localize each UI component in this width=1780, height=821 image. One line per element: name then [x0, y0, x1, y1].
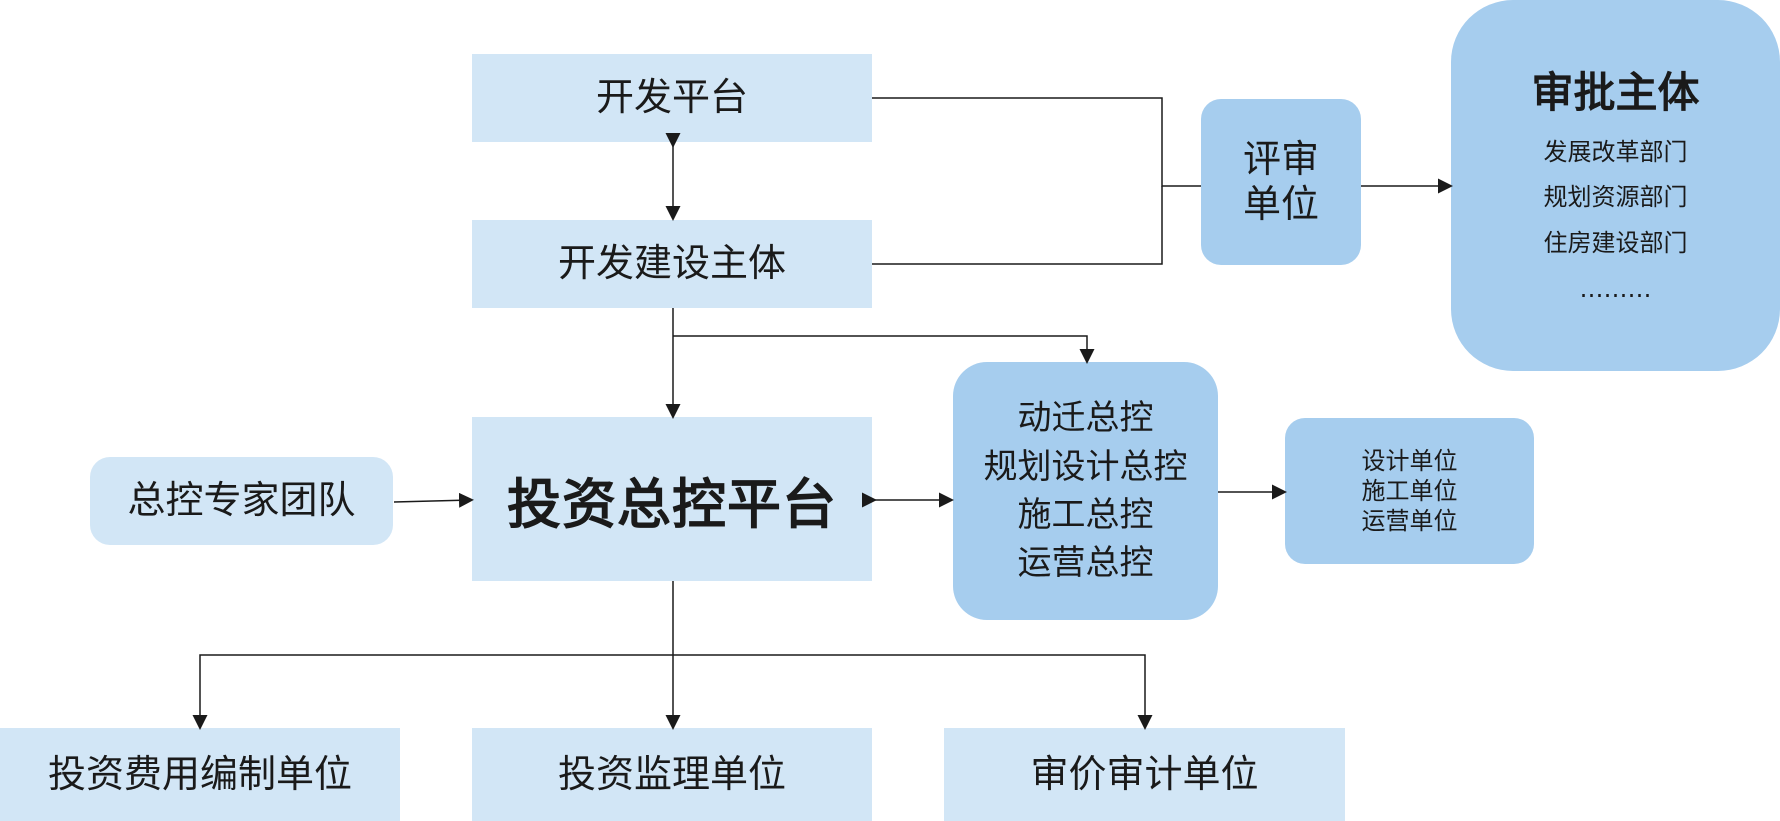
approval-body-box: 审批主体 发展改革部门 规划资源部门 住房建设部门 ………	[1451, 0, 1780, 371]
cost-preparation-unit-label: 投资费用编制单位	[47, 751, 352, 796]
expert-team-box: 总控专家团队	[90, 457, 393, 545]
development-platform-label: 开发平台	[595, 75, 748, 120]
master-control-item: 规划设计总控	[983, 446, 1188, 487]
audit-unit-label: 审价审计单位	[1030, 751, 1259, 796]
development-platform-box: 开发平台	[472, 54, 872, 142]
investment-platform-box: 投资总控平台	[472, 417, 872, 581]
review-unit-line-2: 单位	[1242, 182, 1319, 226]
developer-controls-arrow	[673, 335, 1095, 364]
platform-review-connector	[872, 97, 1201, 187]
master-control-item: 动迁总控	[1017, 398, 1154, 439]
approval-department: 规划资源部门	[1543, 183, 1688, 212]
approval-department: 发展改革部门	[1543, 137, 1688, 166]
developer-label: 开发建设主体	[557, 241, 786, 286]
review-unit-box: 评审 单位	[1201, 99, 1361, 265]
approval-department: 住房建设部门	[1543, 229, 1688, 257]
contractor-unit: 设计单位	[1361, 447, 1458, 475]
investment-platform-label: 投资总控平台	[507, 472, 837, 536]
investment-supervision-unit-label: 投资监理单位	[557, 751, 786, 796]
contractor-units-box: 设计单位 施工单位 运营单位	[1285, 418, 1534, 564]
master-control-item: 运营总控	[1017, 543, 1154, 584]
cost-preparation-unit-box: 投资费用编制单位	[0, 728, 400, 821]
contractor-unit: 运营单位	[1361, 507, 1458, 535]
review-unit-line-1: 评审	[1242, 137, 1319, 182]
approval-department: ………	[1579, 274, 1652, 303]
master-control-item: 施工总控	[1017, 495, 1154, 535]
platform-audit-arrow	[673, 654, 1153, 730]
developer-box: 开发建设主体	[472, 220, 872, 308]
investment-supervision-unit-box: 投资监理单位	[472, 728, 872, 821]
developer-review-connector	[872, 186, 1163, 265]
expert-team-label: 总控专家团队	[127, 478, 356, 523]
audit-unit-box: 审价审计单位	[944, 728, 1345, 821]
expert-platform-arrow	[393, 492, 474, 508]
platform-cost-arrow	[192, 654, 673, 730]
contractor-unit: 施工单位	[1361, 477, 1458, 505]
approval-title: 审批主体	[1531, 67, 1700, 117]
master-controls-box: 动迁总控 规划设计总控 施工总控 运营总控	[953, 362, 1218, 620]
